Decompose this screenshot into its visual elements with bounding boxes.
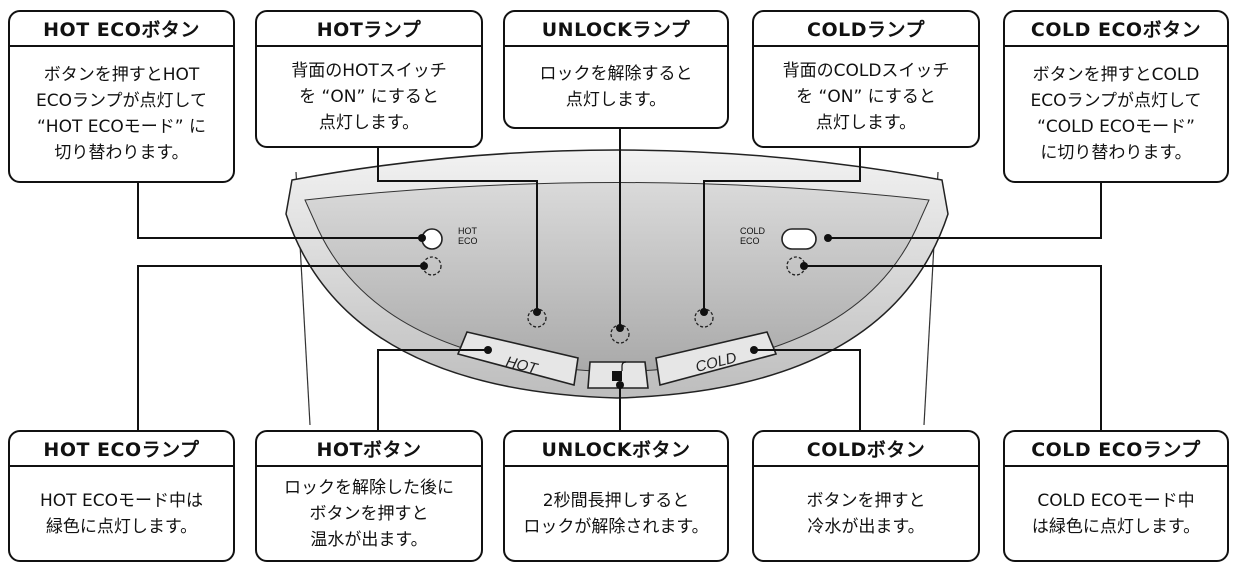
cold-eco-button[interactable] bbox=[781, 228, 817, 250]
callout-text: 背面のHOTスイッチ を “ON” にすると 点灯します。 bbox=[291, 60, 447, 133]
callout-title: HOT ECOランプ bbox=[10, 432, 233, 467]
callout-text: 2秒間長押しすると ロックが解除されます。 bbox=[523, 490, 709, 537]
leader-lines bbox=[137, 129, 1102, 430]
callout-text: HOT ECOモード中は 緑色に点灯します。 bbox=[40, 490, 203, 537]
lock-icon bbox=[612, 371, 622, 381]
callout-text: ロックを解除すると 点灯します。 bbox=[539, 64, 693, 110]
callout-title: COLD ECOランプ bbox=[1005, 432, 1227, 467]
callout-text: ボタンを押すとHOT ECOランプが点灯して “HOT ECOモード” に 切り… bbox=[36, 65, 207, 163]
callout-unlock-lamp: UNLOCKランプ ロックを解除すると 点灯します。 bbox=[503, 10, 729, 129]
callout-text: ボタンを押すと 冷水が出ます。 bbox=[806, 490, 926, 537]
callout-cold-eco-lamp: COLD ECOランプ COLD ECOモード中 は緑色に点灯します。 bbox=[1003, 430, 1229, 562]
callout-title: HOT ECOボタン bbox=[10, 12, 233, 47]
callout-title: COLDボタン bbox=[754, 432, 978, 467]
control-panel-face bbox=[304, 182, 930, 373]
callout-text: COLD ECOモード中 は緑色に点灯します。 bbox=[1031, 490, 1201, 537]
callout-title: COLDランプ bbox=[754, 12, 978, 47]
callout-title: UNLOCKランプ bbox=[505, 12, 727, 47]
lock-shackle bbox=[621, 361, 627, 371]
callout-text: ボタンを押すとCOLD ECOランプが点灯して “COLD ECOモード” に切… bbox=[1030, 65, 1202, 163]
callout-title: HOTランプ bbox=[257, 12, 481, 47]
callout-hot-eco-lamp: HOT ECOランプ HOT ECOモード中は 緑色に点灯します。 bbox=[8, 430, 235, 562]
callout-cold-button: COLDボタン ボタンを押すと 冷水が出ます。 bbox=[752, 430, 980, 562]
callout-cold-lamp: COLDランプ 背面のCOLDスイッチ を “ON” にすると 点灯します。 bbox=[752, 10, 980, 148]
callout-unlock-button: UNLOCKボタン 2秒間長押しすると ロックが解除されます。 bbox=[503, 430, 729, 562]
hot-button[interactable] bbox=[456, 331, 579, 387]
leader-dots bbox=[418, 234, 832, 389]
hot-eco-lamp bbox=[422, 256, 442, 276]
callout-text: ロックを解除した後に ボタンを押すと 温水が出ます。 bbox=[284, 477, 454, 550]
callout-hot-lamp: HOTランプ 背面のHOTスイッチ を “ON” にすると 点灯します。 bbox=[255, 10, 483, 148]
callout-hot-button: HOTボタン ロックを解除した後に ボタンを押すと 温水が出ます。 bbox=[255, 430, 483, 562]
callout-cold-eco-button: COLD ECOボタン ボタンを押すとCOLD ECOランプが点灯して “COL… bbox=[1003, 10, 1229, 183]
cold-button[interactable] bbox=[655, 331, 778, 387]
callout-title: HOTボタン bbox=[257, 432, 481, 467]
callout-title: UNLOCKボタン bbox=[505, 432, 727, 467]
callout-hot-eco-button: HOT ECOボタン ボタンを押すとHOT ECOランプが点灯して “HOT E… bbox=[8, 10, 235, 183]
callout-title: COLD ECOボタン bbox=[1005, 12, 1227, 47]
callout-text: 背面のCOLDスイッチ を “ON” にすると 点灯します。 bbox=[782, 60, 950, 133]
